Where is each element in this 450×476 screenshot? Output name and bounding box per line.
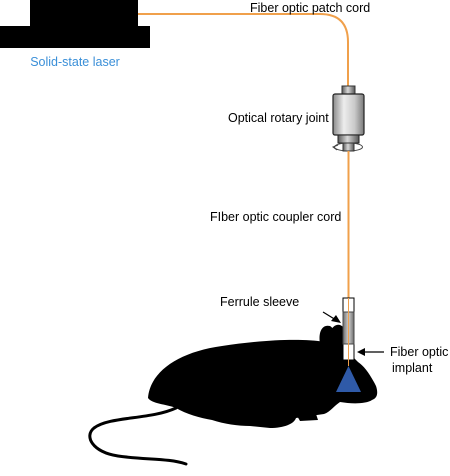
coupler-cord-label: FIber optic coupler cord [210,210,341,224]
patch-cord-label: Fiber optic patch cord [250,1,370,15]
laser-unit: Solid-state laser [0,0,150,69]
mouse-tail [88,406,188,466]
implant-label-line1: Fiber optic [390,345,448,359]
mouse-body [148,324,378,428]
ferrule-arrow-icon [331,315,341,323]
laser-base [0,26,150,48]
light-cone [336,366,361,392]
rotary-joint-lower-collar [337,134,360,144]
patch-cord-fiber [138,13,349,86]
mouse-silhouette [88,324,378,466]
laser-body [30,0,138,28]
ferrule-sleeve-label: Ferrule sleeve [220,295,299,309]
rotary-joint-body [332,93,365,136]
rotary-joint-label: Optical rotary joint [228,111,329,125]
mouse-front-foot [296,414,318,421]
ferrule-assembly [342,297,355,366]
rotary-joint [331,85,365,152]
laser-label: Solid-state laser [30,55,120,69]
implant-label-line2: implant [392,361,433,375]
rotation-arrow-icon [331,144,339,151]
mouse-nose [370,390,374,394]
rotary-joint-bottom-connector [342,142,355,152]
implant-arrow-icon [357,348,365,356]
mouse-ear [319,325,335,344]
